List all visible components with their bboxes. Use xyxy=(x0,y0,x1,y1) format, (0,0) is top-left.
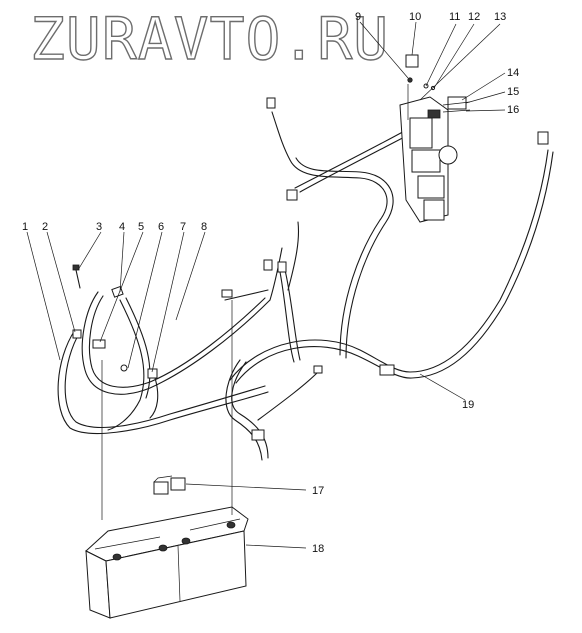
callout-1: 1 xyxy=(22,221,28,233)
callout-5: 5 xyxy=(138,221,144,233)
bolt xyxy=(72,264,81,289)
watermark-text: ZURAVTO.RU xyxy=(29,4,390,73)
cable-terminals xyxy=(72,97,549,441)
callout-19: 19 xyxy=(462,399,474,411)
callout-2: 2 xyxy=(42,221,48,233)
terminal-clamps xyxy=(153,475,186,495)
callout-6: 6 xyxy=(158,221,164,233)
callout-13: 13 xyxy=(494,11,506,23)
callout-17: 17 xyxy=(312,485,324,497)
callout-9: 9 xyxy=(355,11,361,23)
cable-harness xyxy=(57,111,554,461)
battery-assembly xyxy=(85,506,249,619)
leader-lines xyxy=(26,21,506,549)
callout-11: 11 xyxy=(449,11,460,23)
callout-3: 3 xyxy=(96,221,102,233)
callout-18: 18 xyxy=(312,543,324,555)
callout-12: 12 xyxy=(468,11,480,23)
callout-10: 10 xyxy=(409,11,421,23)
battery-switch-assembly xyxy=(399,54,471,223)
callout-labels: 1 2 3 4 5 6 7 8 9 10 11 12 13 14 15 16 1… xyxy=(22,11,519,555)
callout-8: 8 xyxy=(201,221,207,233)
callout-7: 7 xyxy=(180,221,186,233)
callout-14: 14 xyxy=(507,67,519,79)
callout-16: 16 xyxy=(507,104,519,116)
callout-4: 4 xyxy=(119,221,125,233)
callout-15: 15 xyxy=(507,86,519,98)
